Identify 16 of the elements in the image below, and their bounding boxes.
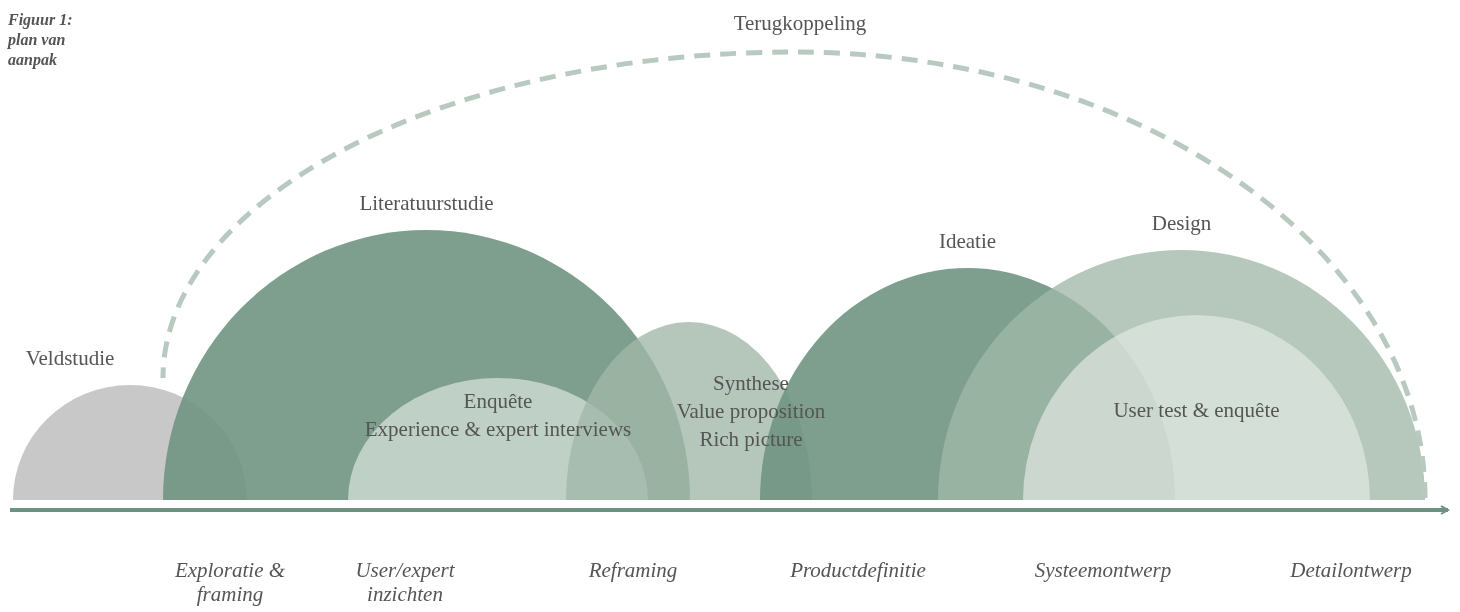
phase-label: Reframing bbox=[587, 558, 679, 582]
figure-caption: Figuur 1: plan van aanpak bbox=[8, 10, 74, 70]
phase-heading: Veldstudie bbox=[24, 345, 116, 371]
phase-label: Systeemontwerp bbox=[1033, 558, 1173, 582]
phase-heading: Ideatie bbox=[937, 228, 998, 254]
dashed-arc bbox=[160, 49, 1428, 499]
activity-label: Enquête bbox=[462, 388, 534, 414]
phase-label: Productdefinitie bbox=[789, 558, 927, 582]
activity-label: User test & enquête bbox=[1112, 397, 1281, 423]
phase-label: Detailontwerp bbox=[1289, 558, 1413, 582]
phase-heading: Literatuurstudie bbox=[358, 190, 495, 216]
phase-label: Exploratie & framing bbox=[173, 558, 287, 606]
activity-label: Value proposition bbox=[675, 398, 827, 424]
phase-heading: Design bbox=[1150, 210, 1213, 236]
activity-label: Experience & expert interviews bbox=[363, 416, 633, 442]
phase-label: User/expert inzichten bbox=[354, 558, 456, 606]
